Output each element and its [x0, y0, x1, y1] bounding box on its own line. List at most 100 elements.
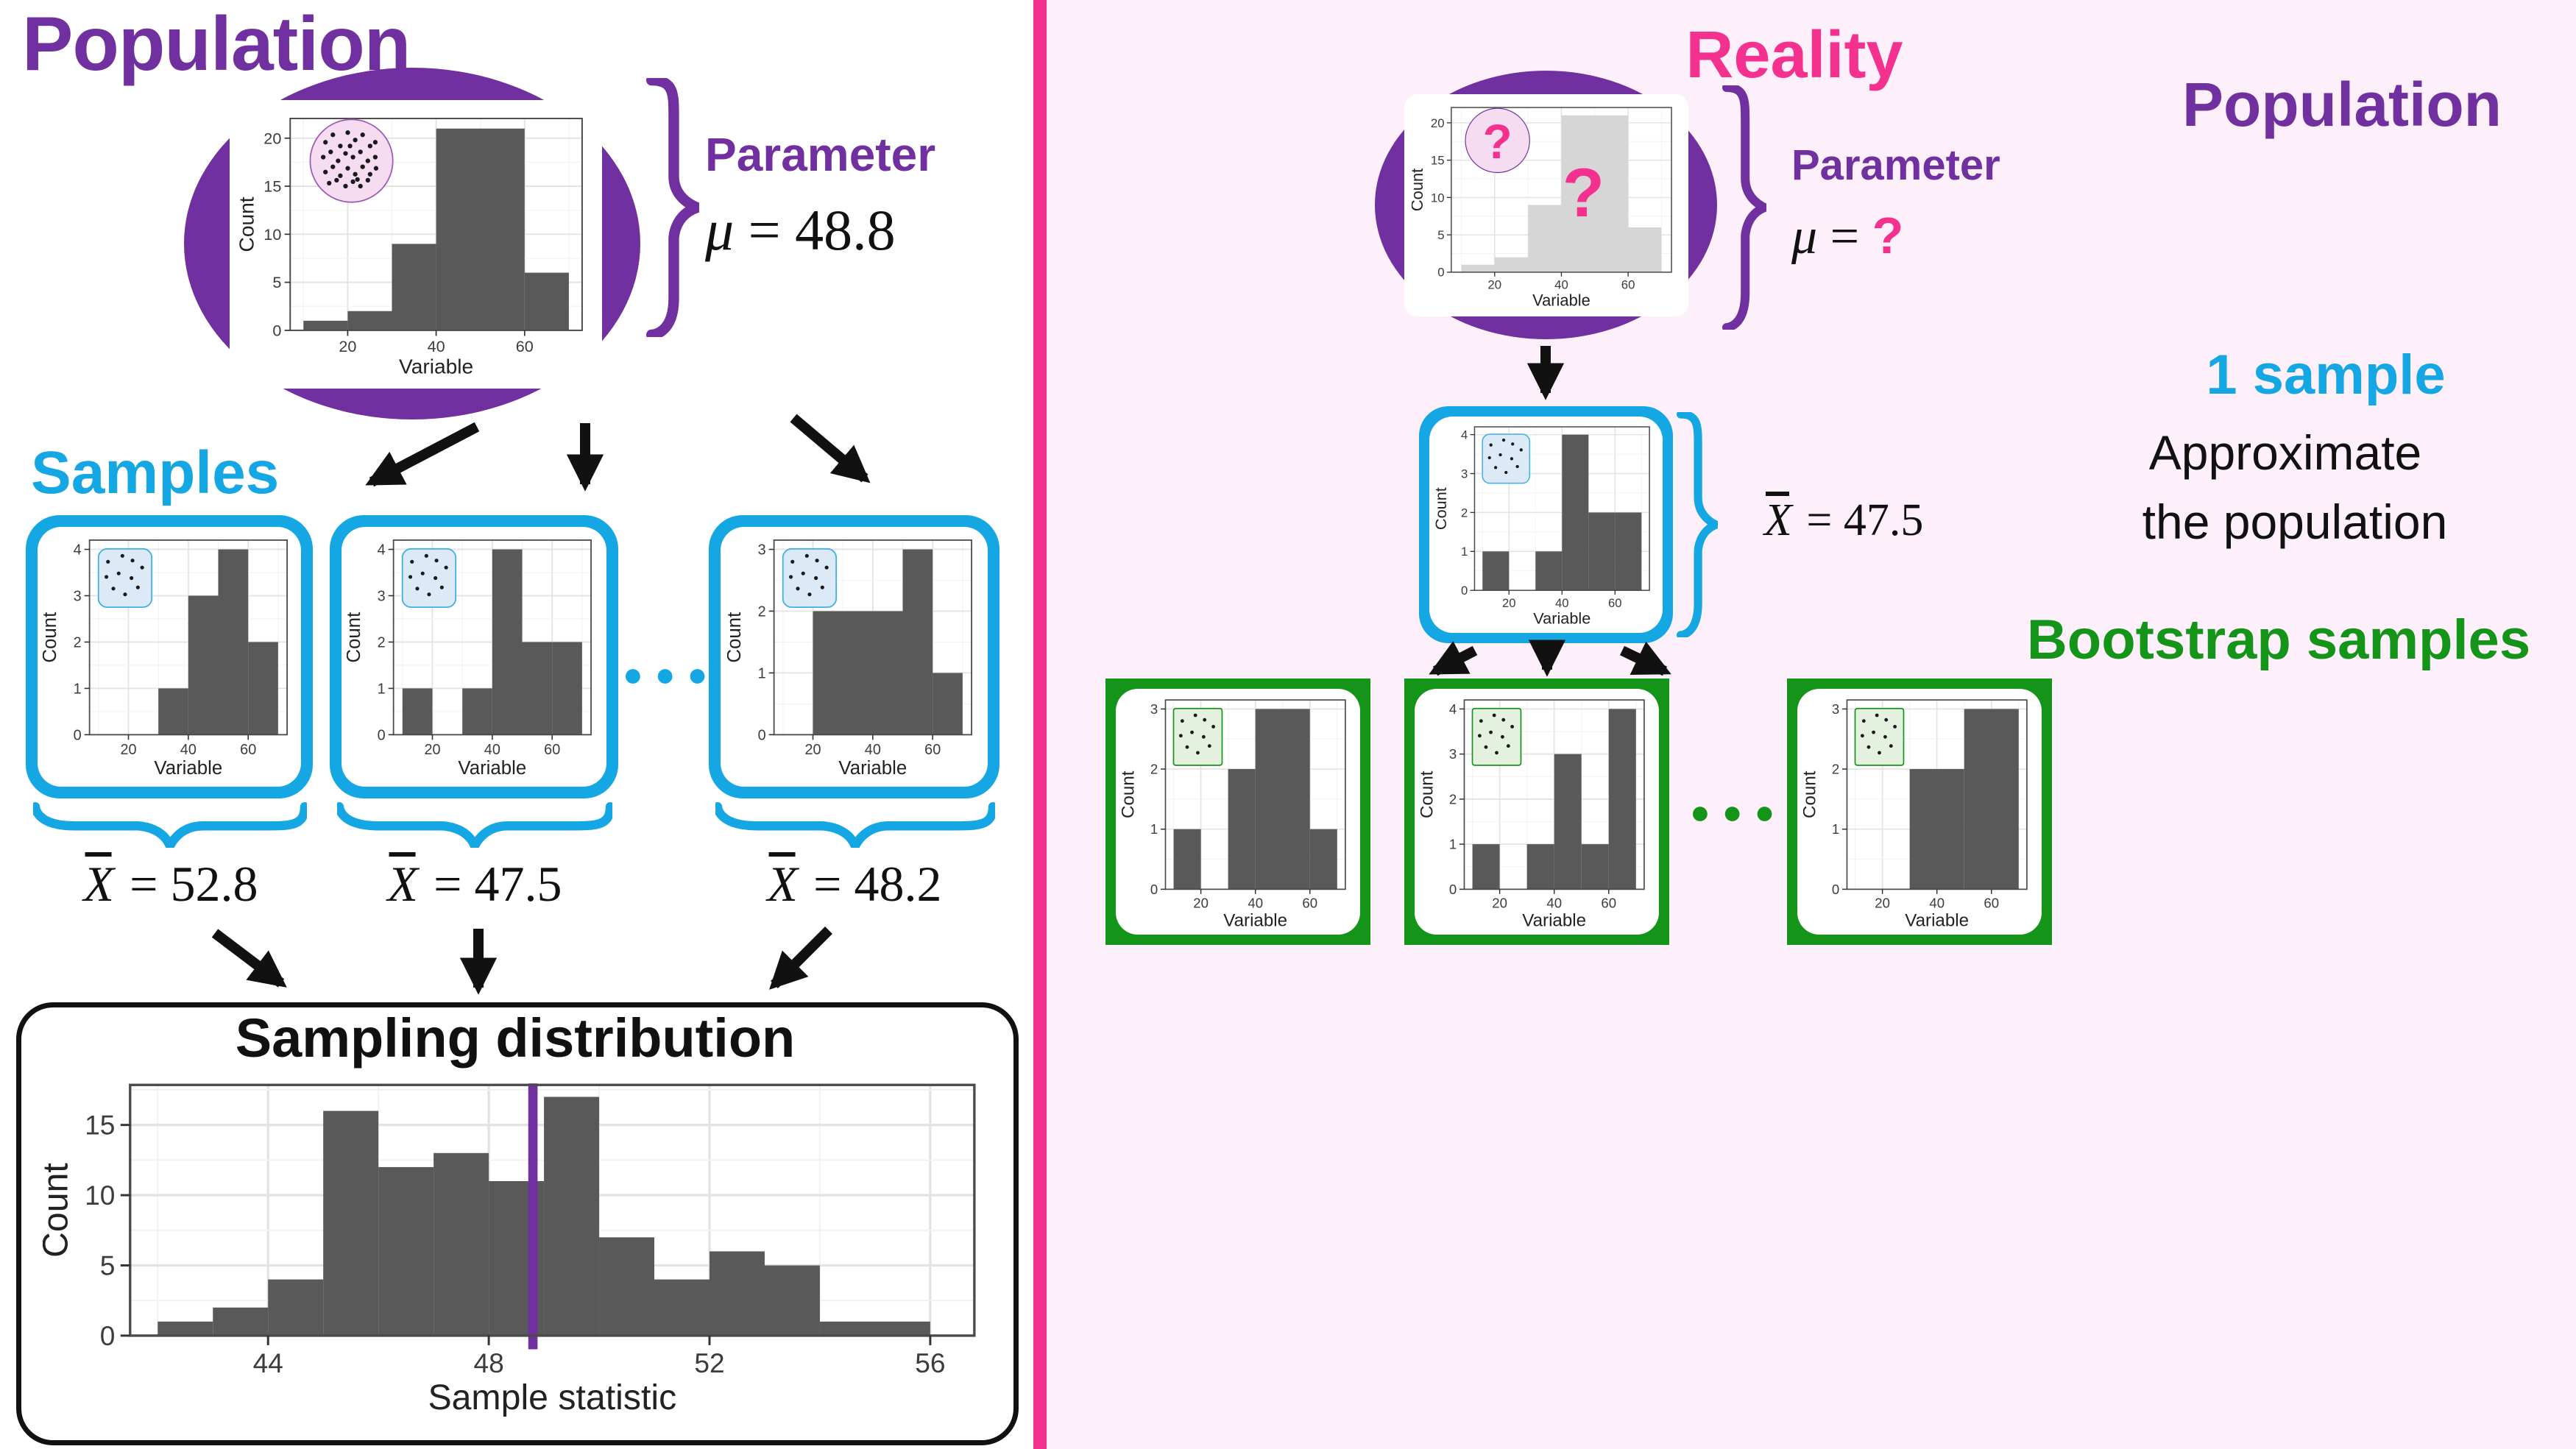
xbar-symbol: X — [766, 852, 802, 913]
svg-text:0: 0 — [1832, 882, 1839, 897]
svg-text:15: 15 — [1431, 154, 1445, 168]
svg-text:0: 0 — [100, 1320, 116, 1351]
svg-text:4: 4 — [1449, 701, 1457, 717]
svg-text:20: 20 — [1502, 596, 1516, 610]
svg-text:60: 60 — [1984, 895, 1999, 910]
arrow-pop-to-sample3 — [790, 414, 871, 483]
mu-equation-right: μ = ? — [1791, 206, 1903, 266]
svg-text:Variable: Variable — [838, 758, 907, 779]
svg-text:3: 3 — [1449, 746, 1457, 762]
svg-text:Count: Count — [1420, 770, 1437, 818]
svg-text:Count: Count — [1803, 770, 1820, 818]
equals-sign: = — [813, 856, 842, 912]
svg-text:Variable: Variable — [1522, 911, 1586, 931]
svg-text:44: 44 — [253, 1347, 283, 1378]
svg-text:10: 10 — [263, 225, 281, 244]
svg-text:1: 1 — [758, 665, 766, 681]
brace-svg — [33, 802, 307, 848]
svg-text:1: 1 — [1449, 837, 1457, 852]
brace-svg — [715, 802, 995, 848]
svg-text:48: 48 — [473, 1347, 503, 1378]
svg-text:3: 3 — [378, 588, 386, 604]
equals-sign: = — [748, 198, 781, 262]
one-sample-brace — [1677, 412, 1718, 637]
arrow-xbar3-to-dist — [769, 927, 832, 990]
svg-text:0: 0 — [74, 727, 82, 743]
svg-text:1: 1 — [1832, 821, 1839, 837]
brace-svg — [337, 802, 612, 848]
panel-divider — [1033, 0, 1047, 1449]
mu-value: 48.8 — [795, 198, 896, 262]
brace-svg — [1677, 412, 1718, 637]
svg-text:5: 5 — [1437, 228, 1444, 242]
svg-text:2: 2 — [1449, 791, 1457, 807]
svg-text:40: 40 — [1546, 895, 1562, 910]
svg-text:10: 10 — [1431, 191, 1445, 205]
svg-text:60: 60 — [1302, 895, 1317, 910]
xbar-3: X = 48.2 — [766, 852, 942, 913]
svg-text:4: 4 — [378, 542, 386, 558]
svg-text:?: ? — [1563, 154, 1604, 231]
svg-text:20: 20 — [263, 129, 281, 147]
one-sample-title: 1 sample — [2206, 344, 2446, 406]
svg-text:60: 60 — [1601, 895, 1616, 910]
svg-text:20: 20 — [1431, 116, 1445, 130]
xbar-one-sample: X = 47.5 — [1763, 492, 1923, 547]
svg-text:0: 0 — [1449, 882, 1457, 897]
svg-text:1: 1 — [1461, 545, 1468, 559]
xbar-value: 48.2 — [854, 856, 942, 912]
svg-text:Count: Count — [1122, 770, 1139, 818]
svg-text:20: 20 — [424, 742, 440, 758]
population-title-right: Population — [2182, 70, 2502, 139]
mu-symbol: μ — [1791, 208, 1818, 265]
svg-text:20: 20 — [120, 742, 136, 758]
xbar-2: X = 47.5 — [386, 852, 562, 913]
svg-text:40: 40 — [180, 742, 197, 758]
svg-text:0: 0 — [758, 727, 766, 743]
svg-text:20: 20 — [1193, 895, 1209, 910]
svg-text:52: 52 — [694, 1347, 724, 1378]
svg-text:0: 0 — [378, 727, 386, 743]
population-title-left: Population — [22, 1, 411, 87]
svg-text:60: 60 — [1621, 278, 1635, 292]
svg-text:2: 2 — [74, 634, 82, 651]
svg-text:60: 60 — [240, 742, 256, 758]
equals-sign: = — [130, 856, 158, 912]
equals-sign: = — [1806, 495, 1833, 545]
brace-svg — [646, 78, 699, 337]
parameter-label-right: Parameter — [1791, 141, 2000, 189]
sample-3-underbrace — [715, 802, 995, 848]
svg-text:2: 2 — [1832, 762, 1839, 777]
svg-text:40: 40 — [865, 742, 881, 758]
reality-title: Reality — [1685, 18, 1903, 92]
svg-text:40: 40 — [1554, 278, 1568, 292]
xbar-value: 52.8 — [170, 856, 258, 912]
svg-text:1: 1 — [1150, 821, 1158, 837]
svg-text:60: 60 — [924, 742, 941, 758]
svg-text:Count: Count — [727, 612, 745, 663]
equals-sign: = — [434, 856, 462, 912]
svg-text:Count: Count — [1412, 169, 1426, 211]
parameter-label-left: Parameter — [705, 128, 936, 181]
svg-text:40: 40 — [428, 337, 445, 355]
svg-text:Variable: Variable — [1905, 911, 1969, 931]
sample-2-underbrace — [337, 802, 612, 848]
ellipsis-samples: ●●● — [623, 655, 720, 693]
svg-text:15: 15 — [85, 1110, 115, 1141]
svg-text:2: 2 — [758, 603, 766, 620]
svg-text:2: 2 — [378, 634, 386, 651]
svg-text:60: 60 — [544, 742, 560, 758]
approximate-line2: the population — [2142, 495, 2448, 549]
approximate-line1: Approximate — [2148, 425, 2422, 480]
